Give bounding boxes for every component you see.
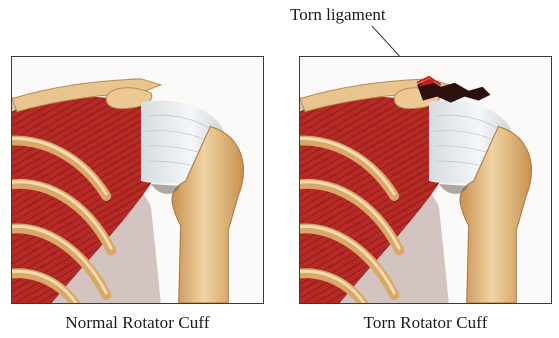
torn-ligament-label: Torn ligament [290,5,386,25]
normal-rotator-cuff-illustration [11,56,264,304]
normal-shoulder-drawing [12,57,263,303]
normal-caption: Normal Rotator Cuff [11,313,264,333]
torn-caption: Torn Rotator Cuff [299,313,552,333]
torn-rotator-cuff-illustration [299,56,552,304]
torn-shoulder-drawing [300,57,551,303]
